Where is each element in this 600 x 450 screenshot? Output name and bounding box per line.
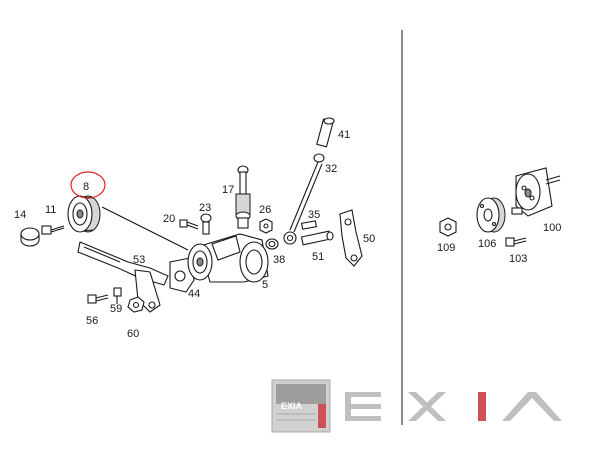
callout-100[interactable]: 100 (543, 222, 561, 234)
watermark-letter-x (408, 392, 446, 421)
watermark-letter-i (478, 392, 486, 421)
part-hub-100[interactable] (511, 167, 561, 217)
watermark-logo-text: EXIA (281, 401, 303, 411)
part-cap-14[interactable] (20, 227, 40, 247)
part-pin-35[interactable] (300, 220, 318, 230)
callout-106[interactable]: 106 (478, 238, 496, 250)
callout-11[interactable]: 11 (45, 204, 56, 216)
part-lever-50[interactable] (339, 209, 363, 267)
callout-109[interactable]: 109 (437, 242, 455, 254)
leader-line (101, 206, 189, 251)
part-pulley-8[interactable] (67, 195, 101, 233)
callout-26[interactable]: 26 (259, 204, 271, 216)
part-bolt-20[interactable] (179, 219, 199, 230)
part-bolt-11[interactable] (41, 225, 65, 235)
callout-60[interactable]: 60 (127, 328, 139, 340)
callout-23[interactable]: 23 (199, 202, 211, 214)
part-tensioner-5[interactable] (187, 233, 269, 283)
highlight-circle (70, 171, 106, 199)
callout-51[interactable]: 51 (312, 251, 324, 263)
callout-8[interactable]: 8 (83, 181, 89, 193)
callout-103[interactable]: 103 (509, 253, 527, 265)
part-bolt-59[interactable] (113, 287, 122, 304)
part-pin-51[interactable] (300, 230, 334, 246)
callout-32[interactable]: 32 (325, 163, 337, 175)
part-bolt-103[interactable] (505, 237, 527, 247)
callout-56[interactable]: 56 (86, 315, 98, 327)
part-bushing-38[interactable] (265, 238, 279, 250)
callout-5[interactable]: 5 (262, 279, 268, 291)
callout-50[interactable]: 50 (363, 233, 375, 245)
callout-17[interactable]: 17 (222, 184, 234, 196)
part-bolt-56[interactable] (87, 294, 109, 304)
part-damper-17[interactable] (235, 165, 251, 229)
part-nut-60[interactable] (127, 296, 145, 313)
watermark-letter-a (502, 392, 562, 421)
part-disc-106[interactable] (476, 197, 506, 233)
watermark: EXIA (271, 379, 562, 433)
callout-59[interactable]: 59 (110, 303, 122, 315)
part-nut-109[interactable] (439, 217, 457, 237)
part-nut-26[interactable] (259, 218, 273, 234)
part-washer-23[interactable] (200, 213, 212, 235)
watermark-letter-e (345, 392, 381, 421)
callout-44[interactable]: 44 (188, 288, 200, 300)
part-belt-53[interactable] (77, 241, 169, 286)
callout-38[interactable]: 38 (273, 254, 285, 266)
callout-41[interactable]: 41 (338, 129, 350, 141)
watermark-logo: EXIA (271, 379, 331, 433)
callout-35[interactable]: 35 (308, 209, 320, 221)
part-rod-32[interactable] (283, 153, 325, 245)
callout-53[interactable]: 53 (133, 254, 145, 266)
callout-14[interactable]: 14 (14, 209, 26, 221)
callout-20[interactable]: 20 (163, 213, 175, 225)
part-rod-end-41[interactable] (316, 117, 335, 148)
